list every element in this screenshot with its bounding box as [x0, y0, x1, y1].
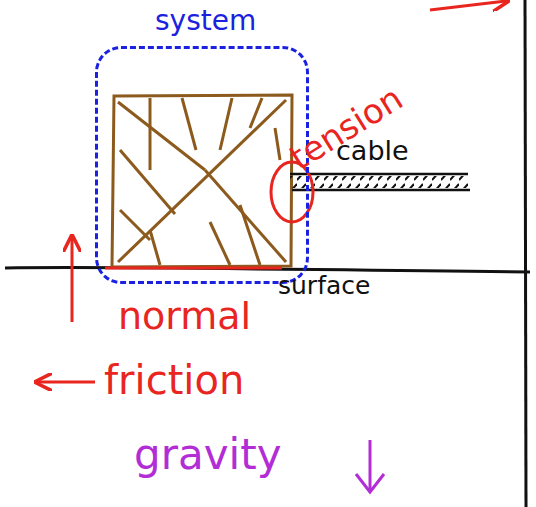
cable [290, 174, 470, 190]
wall-line [525, 0, 526, 507]
normal-arrow [71, 238, 74, 322]
force-label: gravity [134, 432, 282, 478]
part-label: cable [336, 136, 409, 166]
system-boundary: system [95, 6, 309, 284]
gravity-arrow [369, 440, 372, 490]
dashed-outline [95, 46, 309, 284]
system-label: system [151, 6, 260, 37]
force-label: normal [118, 296, 251, 338]
ground-line [5, 267, 530, 272]
force-label: friction [104, 358, 244, 402]
part-label: surface [278, 272, 370, 300]
contact-surface [105, 267, 282, 270]
gravity-arrow-head [356, 474, 384, 492]
tension-arrow [430, 1, 506, 10]
friction-arrow [38, 381, 95, 384]
crate [112, 95, 292, 267]
